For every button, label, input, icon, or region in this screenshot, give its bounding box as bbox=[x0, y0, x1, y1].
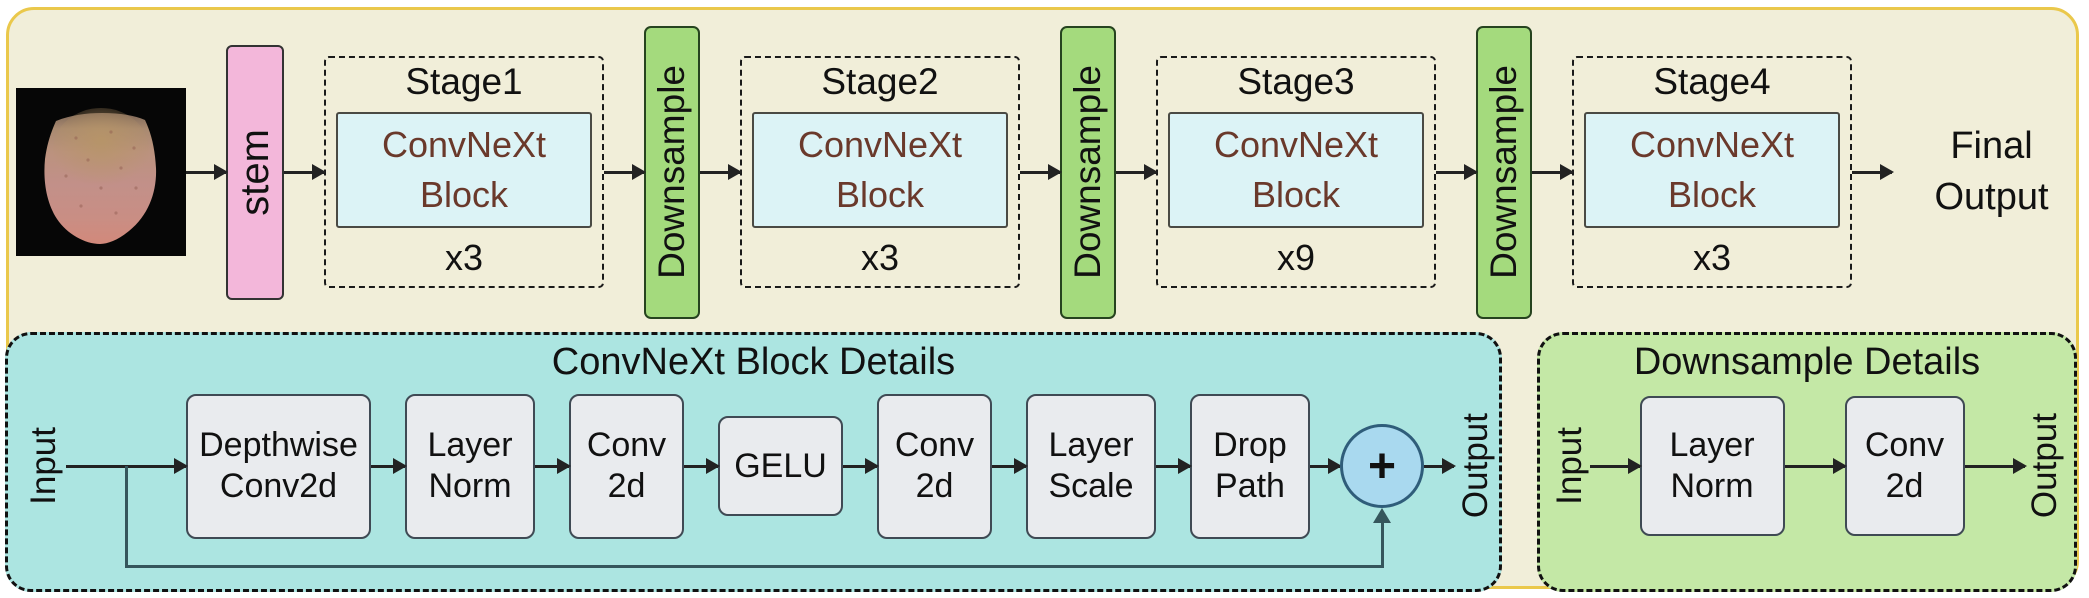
stage3-repeat-count: x9 bbox=[1276, 237, 1316, 278]
pipeline-row: stem Stage1 ConvNeXt Block x3 Downsample… bbox=[16, 2, 2089, 342]
downsample-label: Downsample bbox=[1067, 65, 1108, 279]
downsample-block-2: Downsample bbox=[1060, 25, 1116, 319]
depthwise-conv2d-box: Depthwise Conv2d bbox=[186, 393, 371, 539]
conv2d-box-1: Conv 2d bbox=[569, 393, 684, 539]
arrow-right-icon bbox=[604, 170, 644, 174]
downsample-label: Downsample bbox=[1483, 65, 1524, 279]
arrow-right-icon bbox=[535, 464, 569, 468]
drop-path-box: Drop Path bbox=[1190, 393, 1310, 539]
arrow-right-icon bbox=[66, 464, 186, 568]
conv2d-box-2: Conv 2d bbox=[877, 393, 992, 539]
final-output-label: Final Output bbox=[1934, 124, 2049, 218]
input-label: Input bbox=[1549, 427, 1589, 505]
downsample-block-1: Downsample bbox=[644, 25, 700, 319]
downsample-label: Downsample bbox=[651, 65, 692, 279]
arrow-right-icon bbox=[186, 170, 226, 174]
arrow-right-icon bbox=[843, 464, 877, 468]
stage2-box: Stage2 ConvNeXt Block x3 bbox=[740, 56, 1020, 288]
stage1-title: Stage1 bbox=[405, 61, 523, 102]
arrow-right-icon bbox=[684, 464, 718, 468]
plus-icon: + bbox=[1340, 424, 1424, 508]
stage4-repeat-count: x3 bbox=[1692, 237, 1732, 278]
residual-sum-node: + bbox=[126, 424, 1424, 568]
stage2-title: Stage2 bbox=[821, 61, 939, 102]
arrow-right-icon bbox=[1532, 170, 1572, 174]
stage3-title: Stage3 bbox=[1237, 61, 1355, 102]
arrow-up-icon bbox=[1373, 508, 1391, 523]
stem-label: stem bbox=[232, 128, 277, 216]
layer-norm-box: Layer Norm bbox=[405, 393, 535, 539]
stage4-convnext-block: ConvNeXt Block bbox=[1584, 112, 1840, 228]
downsample-details-row: Input Layer Norm Conv 2d Output bbox=[1540, 391, 2074, 541]
stage1-box: Stage1 ConvNeXt Block x3 bbox=[324, 56, 604, 288]
stage1-repeat-count: x3 bbox=[444, 237, 484, 278]
arrow-right-icon bbox=[1436, 170, 1476, 174]
layer-scale-box: Layer Scale bbox=[1026, 393, 1156, 539]
stage4-title: Stage4 bbox=[1653, 61, 1771, 102]
arrow-right-icon bbox=[371, 464, 405, 468]
stage1-convnext-block: ConvNeXt Block bbox=[336, 112, 592, 228]
arrow-right-icon bbox=[1784, 464, 1845, 468]
skip-connection-horizontal-line bbox=[126, 565, 1382, 568]
stage2-convnext-block: ConvNeXt Block bbox=[752, 112, 1008, 228]
output-label: Output bbox=[1456, 413, 1495, 519]
tongue-input-image bbox=[16, 88, 186, 256]
arrow-right-icon bbox=[1589, 464, 1640, 468]
convnext-details-row: Input Depthwise Conv2d Layer Norm Conv 2… bbox=[8, 391, 1499, 568]
skip-connection-up-line bbox=[1380, 521, 1384, 568]
conv2d-box: Conv 2d bbox=[1844, 396, 1965, 536]
gelu-box: GELU bbox=[718, 416, 843, 516]
downsample-details-panel: Downsample Details Input Layer Norm Conv… bbox=[1537, 332, 2077, 592]
arrow-right-icon bbox=[1964, 464, 2025, 468]
skip-connection-drop-line bbox=[124, 465, 128, 568]
output-label: Output bbox=[2024, 413, 2064, 519]
arrow-right-icon bbox=[1116, 170, 1156, 174]
arrow-right-icon bbox=[284, 170, 324, 174]
stage2-repeat-count: x3 bbox=[860, 237, 900, 278]
layer-norm-box: Layer Norm bbox=[1639, 396, 1785, 536]
arrow-right-icon bbox=[1020, 170, 1060, 174]
arrow-right-icon bbox=[1852, 170, 1892, 174]
stem-block: stem bbox=[226, 44, 284, 300]
arrow-right-icon bbox=[1156, 464, 1190, 468]
convnext-details-title: ConvNeXt Block Details bbox=[551, 341, 956, 383]
downsample-block-3: Downsample bbox=[1476, 25, 1532, 319]
arrow-right-icon bbox=[992, 464, 1026, 468]
arrow-right-icon bbox=[700, 170, 740, 174]
arrow-right-icon bbox=[1310, 464, 1340, 468]
input-label: Input bbox=[24, 427, 63, 505]
stage3-box: Stage3 ConvNeXt Block x9 bbox=[1156, 56, 1436, 288]
convnext-block-details-panel: ConvNeXt Block Details Input Depthwise C… bbox=[5, 332, 1502, 592]
downsample-details-title: Downsample Details bbox=[1633, 341, 1981, 383]
arrow-right-icon bbox=[1424, 464, 1454, 468]
stage4-box: Stage4 ConvNeXt Block x3 bbox=[1572, 56, 1852, 288]
stage3-convnext-block: ConvNeXt Block bbox=[1168, 112, 1424, 228]
